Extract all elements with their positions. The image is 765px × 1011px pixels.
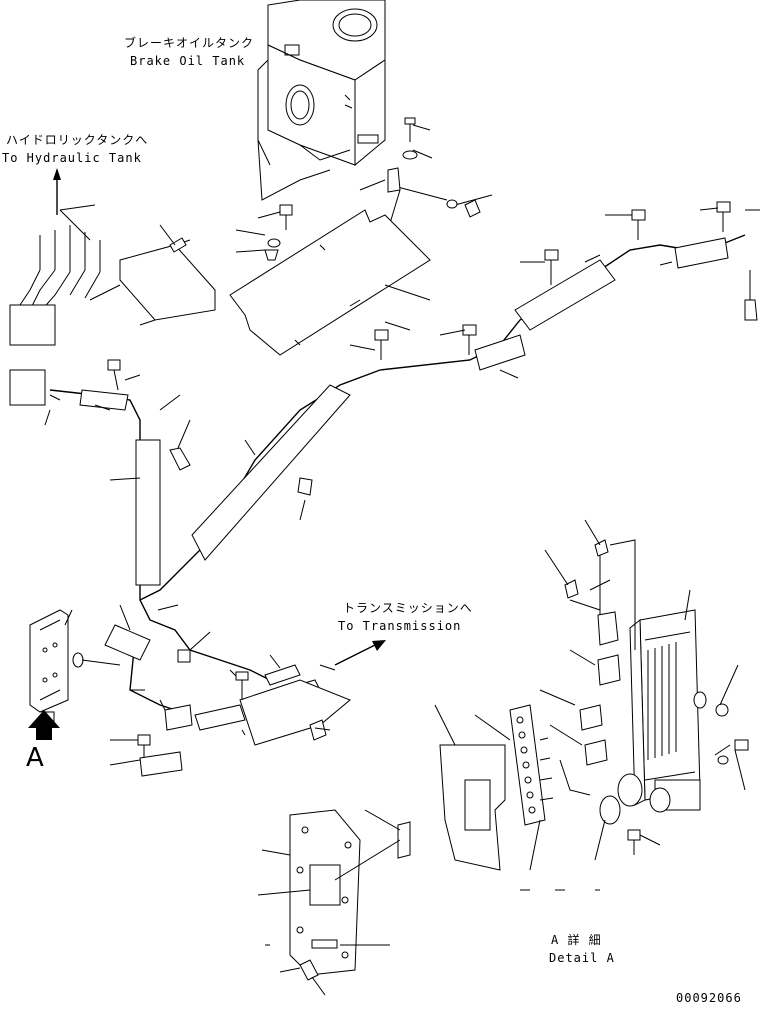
- transmission-label-en: To Transmission: [338, 619, 461, 633]
- detail-a-label-en: Detail A: [549, 951, 615, 965]
- brake-tank-label-jp: ブレーキオイルタンク: [124, 35, 254, 50]
- junction-block-view-a: [28, 609, 121, 740]
- bracket-box: [119, 244, 216, 321]
- bolts-routing: [107, 201, 758, 663]
- hose-fittings-group: [9, 204, 101, 406]
- to-transmission-arrow: [334, 644, 376, 666]
- view-a-letter: A: [26, 743, 44, 773]
- bolts-tank: [264, 117, 481, 261]
- cover-plate: [229, 209, 431, 356]
- brake-oil-tank: [257, 0, 386, 201]
- gasket: [439, 744, 506, 871]
- leader-lines-detail: [434, 519, 746, 891]
- leader-lines-mid: [44, 207, 760, 651]
- brake-tank-label-en: Brake Oil Tank: [130, 54, 245, 68]
- transmission-label-jp: トランスミッションへ: [343, 601, 473, 615]
- connector-strip: [509, 704, 554, 826]
- bottom-mounting-plate: [257, 809, 411, 996]
- drawing-number: 00092066: [676, 991, 742, 1005]
- brake-pipes: [49, 234, 746, 716]
- leader-lines-trans: [109, 654, 336, 766]
- hydraulic-tank-label-en: To Hydraulic Tank: [2, 151, 142, 165]
- detail-a-assembly: [559, 539, 749, 855]
- transmission-fittings: [137, 664, 351, 777]
- detail-a-label-jp: A 詳 細: [551, 932, 602, 947]
- hydraulic-tank-label-jp: ハイドロリックタンクへ: [6, 133, 148, 147]
